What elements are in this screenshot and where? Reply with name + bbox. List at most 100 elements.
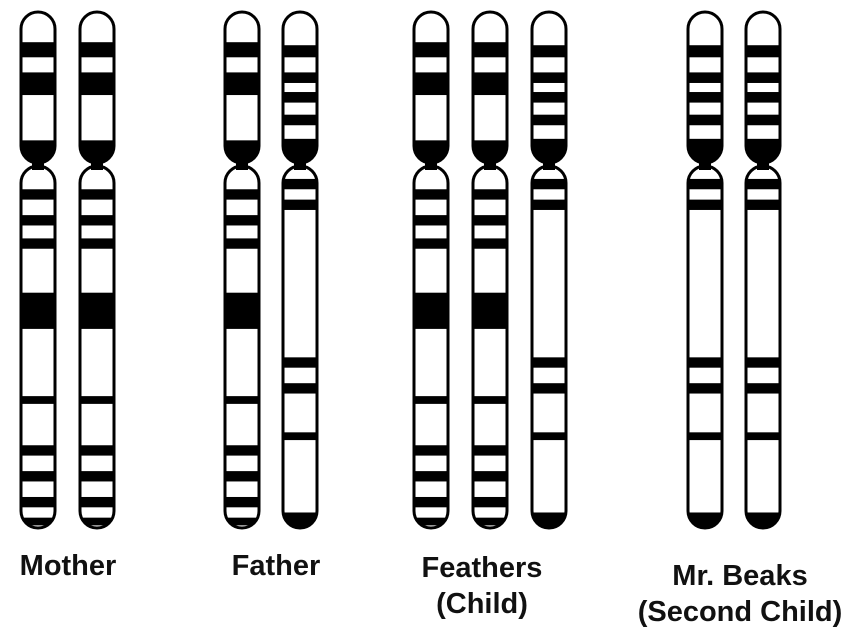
chromosome xyxy=(19,12,57,528)
band xyxy=(412,238,450,248)
band xyxy=(281,115,319,126)
band xyxy=(78,445,116,455)
band xyxy=(412,189,450,199)
band xyxy=(530,200,568,210)
band xyxy=(686,179,724,189)
band xyxy=(19,293,57,329)
band xyxy=(412,497,450,507)
band xyxy=(530,72,568,83)
band xyxy=(78,293,116,329)
band xyxy=(223,497,261,507)
band xyxy=(281,72,319,83)
individual-group xyxy=(412,12,568,528)
band xyxy=(281,383,319,393)
band xyxy=(471,72,509,95)
band xyxy=(530,357,568,367)
band xyxy=(223,72,261,95)
band xyxy=(19,215,57,225)
q-arm xyxy=(688,166,722,528)
band xyxy=(78,471,116,481)
centromere xyxy=(294,159,306,170)
centromere xyxy=(425,159,437,170)
chromosome xyxy=(223,12,261,528)
chromosome xyxy=(744,12,782,528)
band xyxy=(19,42,57,57)
band xyxy=(281,45,319,57)
band xyxy=(530,92,568,103)
band xyxy=(471,293,509,329)
band xyxy=(744,383,782,393)
q-arm xyxy=(532,166,566,528)
band xyxy=(412,42,450,57)
individual-group xyxy=(223,12,319,528)
band xyxy=(530,432,568,440)
band xyxy=(19,396,57,404)
band xyxy=(412,445,450,455)
chromosome xyxy=(412,12,450,528)
band xyxy=(744,92,782,103)
band xyxy=(686,200,724,210)
label-line: (Child) xyxy=(332,586,632,622)
band xyxy=(281,432,319,440)
band xyxy=(223,293,261,329)
band xyxy=(223,238,261,248)
band xyxy=(744,72,782,83)
band xyxy=(78,72,116,95)
band xyxy=(530,45,568,57)
band xyxy=(223,215,261,225)
q-arm xyxy=(283,166,317,528)
band xyxy=(78,238,116,248)
band xyxy=(471,189,509,199)
centromere xyxy=(32,159,44,170)
chromosome xyxy=(530,12,568,528)
chromosome xyxy=(471,12,509,528)
band xyxy=(19,189,57,199)
band xyxy=(281,357,319,367)
band xyxy=(223,471,261,481)
band xyxy=(471,42,509,57)
chromosome xyxy=(78,12,116,528)
individual-group xyxy=(686,12,782,528)
band xyxy=(471,471,509,481)
band xyxy=(471,215,509,225)
band xyxy=(19,238,57,248)
centromere xyxy=(236,159,248,170)
band xyxy=(412,293,450,329)
band xyxy=(744,432,782,440)
band xyxy=(412,396,450,404)
individual-label: Mr. Beaks(Second Child) xyxy=(590,558,846,630)
centromere xyxy=(91,159,103,170)
centromere xyxy=(757,159,769,170)
q-arm xyxy=(746,166,780,528)
band xyxy=(281,179,319,189)
individual-label: Feathers(Child) xyxy=(332,550,632,622)
band xyxy=(281,200,319,210)
band xyxy=(744,200,782,210)
band xyxy=(744,179,782,189)
band xyxy=(412,72,450,95)
band xyxy=(281,92,319,103)
band xyxy=(686,383,724,393)
individual-group xyxy=(19,12,116,528)
band xyxy=(223,189,261,199)
chromosome xyxy=(686,12,724,528)
band xyxy=(471,396,509,404)
band xyxy=(223,445,261,455)
band xyxy=(530,115,568,126)
band xyxy=(78,189,116,199)
band xyxy=(744,115,782,126)
band xyxy=(530,179,568,189)
label-line: Mr. Beaks xyxy=(590,558,846,594)
band xyxy=(471,238,509,248)
band xyxy=(471,497,509,507)
band xyxy=(686,72,724,83)
band xyxy=(78,497,116,507)
band xyxy=(686,432,724,440)
centromere xyxy=(699,159,711,170)
band xyxy=(19,471,57,481)
centromere xyxy=(484,159,496,170)
centromere xyxy=(543,159,555,170)
band xyxy=(471,445,509,455)
band xyxy=(223,396,261,404)
